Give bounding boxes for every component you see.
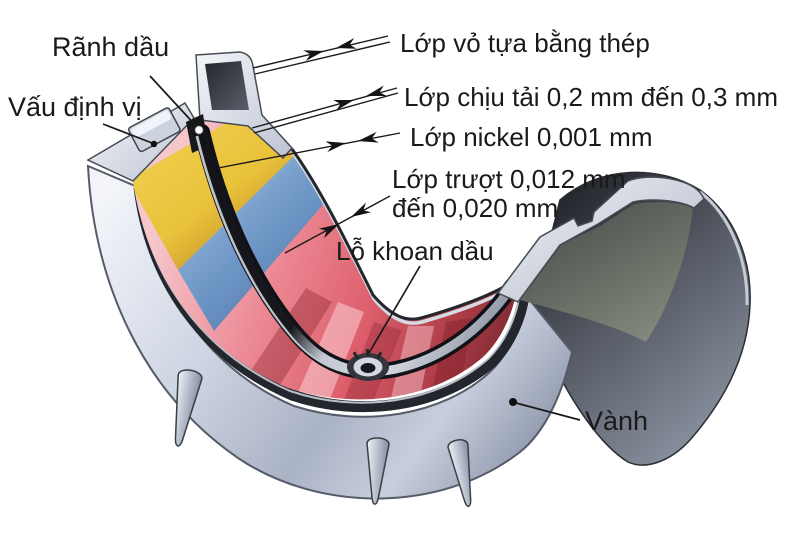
- right-end-outer-rim-highlight: [699, 190, 749, 306]
- far-rim-edge: [290, 148, 513, 321]
- bore-streak-light-1: [298, 302, 364, 399]
- leader-dot: [509, 398, 517, 406]
- nickel-layer-band-blue: [178, 156, 327, 331]
- dimension-sliding-layer: [284, 195, 391, 254]
- dimension-arrow-icon: [366, 85, 387, 96]
- locating-lug: [127, 107, 181, 153]
- leader-ranh-dau: [149, 75, 205, 136]
- dimension-arrow-icon: [325, 141, 346, 153]
- dimension-arrow-icon: [358, 131, 379, 143]
- label-lop-truot-line2: đến 0,020 mm: [392, 193, 558, 223]
- leader-vanh: [509, 398, 581, 421]
- leader-vau-dinh-vi: [102, 123, 158, 148]
- label-lo-khoan-dau: Lỗ khoan dầu: [336, 236, 494, 266]
- bearing-rim-band: [86, 164, 574, 500]
- right-parting-frame: [496, 176, 705, 303]
- oil-groove-floor: [197, 127, 517, 377]
- dimension-arrow-icon: [336, 38, 357, 49]
- bottom-spike-left: [174, 369, 203, 447]
- dimension-load-layer: [251, 85, 399, 134]
- dimension-arrow-icon: [333, 100, 354, 111]
- leader-dot-white: [193, 124, 205, 136]
- label-lop-truot-line1: Lớp trượt 0,012 mm: [392, 164, 626, 194]
- bottom-spike-right: [447, 439, 472, 508]
- label-lop-vo-tua: Lớp vỏ tựa bằng thép: [400, 28, 650, 58]
- label-ranh-dau: Rãnh dầu: [52, 32, 169, 62]
- label-lop-chiu-tai: Lớp chịu tải 0,2 mm đến 0,3 mm: [404, 82, 778, 112]
- right-end-inner-face: [520, 202, 693, 342]
- label-vau-dinh-vi: Vấu định vị: [8, 92, 142, 122]
- dimension-steel-backing: [252, 35, 391, 75]
- oil-drill-hole: [347, 349, 389, 381]
- dimension-nickel-layer: [217, 131, 401, 169]
- dimension-arrow-icon: [351, 202, 372, 217]
- label-vanh: Vành: [585, 406, 648, 436]
- dimension-arrow-icon: [303, 50, 324, 61]
- dimension-arrow-icon: [318, 224, 339, 239]
- leader-lo-khoan-dau: [368, 265, 421, 354]
- label-lop-nickel: Lớp nickel 0,001 mm: [410, 122, 653, 152]
- bottom-spike-middle: [366, 437, 390, 505]
- leader-dot: [150, 140, 158, 148]
- left-end-cap-dark-face: [205, 61, 249, 110]
